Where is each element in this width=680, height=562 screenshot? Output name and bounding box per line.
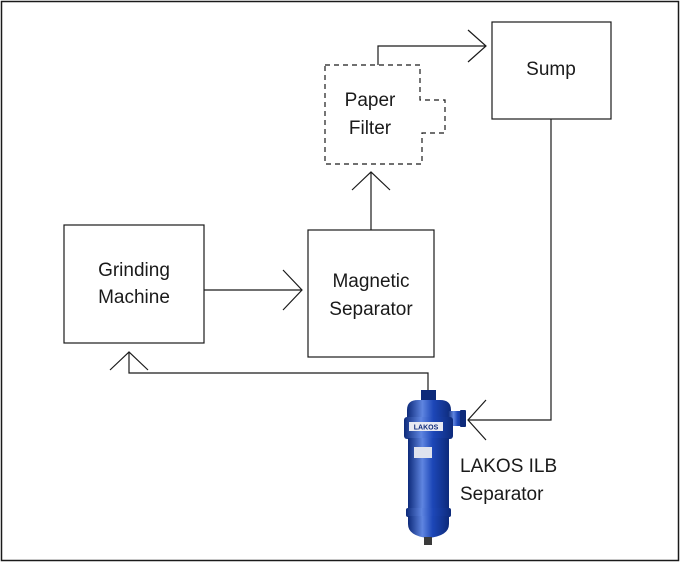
grinding-machine-label-line2: Machine (98, 287, 170, 308)
paper-filter-label-line2: Filter (349, 118, 392, 139)
paper-filter-label-line1: Paper (345, 90, 396, 111)
arrow-sump-to-separator (467, 119, 552, 441)
magnetic-separator-label-line2: Separator (329, 299, 413, 320)
arrowhead-icon (282, 269, 303, 311)
arrow-grinding-to-magnetic (204, 269, 303, 311)
node-lakos-separator: LAKOS ILB Separator (460, 456, 557, 505)
arrow-filter-to-sump (377, 29, 487, 65)
grinding-machine-box (63, 224, 205, 344)
lakos-separator-icon: LAKOS (404, 390, 466, 545)
magnetic-separator-box (307, 229, 435, 358)
arrow-magnetic-to-filter (351, 171, 391, 230)
arrowhead-icon (467, 29, 487, 63)
grinding-machine-label-line1: Grinding (98, 260, 170, 281)
sump-label: Sump (526, 59, 576, 80)
node-sump: Sump (491, 21, 612, 120)
paper-filter-outline (324, 64, 446, 165)
arrowhead-icon (351, 171, 391, 191)
node-grinding-machine: Grinding Machine (63, 224, 205, 344)
arrowhead-icon (109, 351, 149, 371)
arrow-separator-to-grinding (109, 351, 429, 395)
lakos-separator-label-line2: Separator (460, 484, 544, 505)
lakos-badge-text: LAKOS (414, 425, 439, 432)
node-magnetic-separator: Magnetic Separator (307, 229, 435, 358)
lakos-separator-label-line1: LAKOS ILB (460, 456, 557, 477)
magnetic-separator-label-line1: Magnetic (332, 271, 409, 292)
arrowhead-icon (467, 399, 487, 441)
node-paper-filter: Paper Filter (324, 64, 446, 165)
